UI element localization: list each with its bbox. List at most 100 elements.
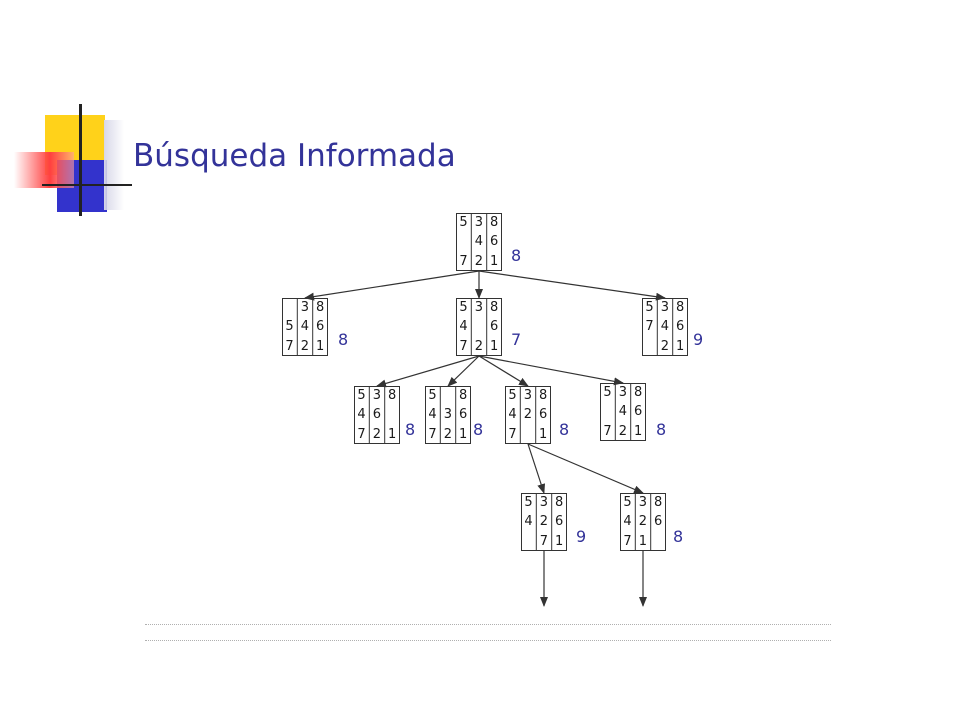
board-border xyxy=(505,386,551,444)
board-cell: 8 xyxy=(676,300,685,315)
board-cell: 6 xyxy=(555,514,564,530)
tree-edge-arrow xyxy=(527,443,644,494)
heuristic-value: 8 xyxy=(656,420,667,439)
tree-edge-arrow xyxy=(478,355,529,387)
board-cell: 3 xyxy=(618,385,627,400)
board-cell: 6 xyxy=(539,407,548,423)
board-cell xyxy=(520,425,535,444)
divider-line-2 xyxy=(145,640,831,641)
board-cell: 3 xyxy=(443,407,452,423)
board-cell xyxy=(471,317,486,336)
board-grid xyxy=(600,383,646,441)
board-cell xyxy=(642,337,657,356)
board-border xyxy=(521,493,567,551)
board-cell: 4 xyxy=(357,407,366,423)
board-cell: 3 xyxy=(523,388,532,403)
board-cell: 6 xyxy=(316,319,325,335)
heuristic-value: 9 xyxy=(576,527,587,546)
board-cell: 2 xyxy=(618,423,627,439)
board-cell: 7 xyxy=(428,426,437,442)
board-cell: 8 xyxy=(490,215,499,230)
board-grid xyxy=(282,298,328,356)
board-border xyxy=(642,298,688,356)
board-border xyxy=(620,493,666,551)
board-cell: 3 xyxy=(474,300,483,315)
board-cell xyxy=(456,232,471,251)
board-cell: 2 xyxy=(660,338,669,354)
board-cell: 4 xyxy=(618,404,627,420)
board-cell: 5 xyxy=(508,388,517,403)
board-cell: 7 xyxy=(285,338,294,354)
board-grid xyxy=(456,298,502,356)
board-cell: 2 xyxy=(372,426,381,442)
board-cell: 5 xyxy=(603,385,612,400)
board-grid xyxy=(521,493,567,551)
heuristic-value: 8 xyxy=(338,330,349,349)
board-cell: 8 xyxy=(654,495,663,510)
board-cell: 4 xyxy=(508,407,517,423)
board-cell: 7 xyxy=(508,426,517,442)
board-cell: 4 xyxy=(524,514,533,530)
board-border xyxy=(425,386,471,444)
board-cell: 4 xyxy=(660,319,669,335)
heuristic-value: 8 xyxy=(405,420,416,439)
board-cell: 7 xyxy=(459,253,468,269)
board-cell: 3 xyxy=(300,300,309,315)
board-cell: 8 xyxy=(555,495,564,510)
board-cell: 5 xyxy=(357,388,366,403)
slide-logo xyxy=(0,0,140,220)
board-cell: 1 xyxy=(316,338,325,354)
board-cell: 5 xyxy=(428,388,437,403)
board-cell: 6 xyxy=(490,319,499,335)
board-cell: 4 xyxy=(428,407,437,423)
heuristic-value: 8 xyxy=(511,246,522,265)
board-cell: 7 xyxy=(459,338,468,354)
tree-edge-arrow xyxy=(376,355,480,388)
board-cell: 4 xyxy=(459,319,468,335)
board-cell xyxy=(651,532,666,551)
board-cell: 1 xyxy=(539,426,548,442)
board-grid xyxy=(642,298,688,356)
board-border xyxy=(282,298,328,356)
board-cell: 1 xyxy=(490,338,499,354)
board-cell: 1 xyxy=(555,533,564,549)
board-cell: 3 xyxy=(638,495,647,510)
board-grid xyxy=(456,213,502,271)
board-cell: 6 xyxy=(634,404,643,420)
board-cell: 2 xyxy=(474,253,483,269)
board-cell: 8 xyxy=(388,388,397,403)
board-cell: 6 xyxy=(372,407,381,423)
board-cell: 2 xyxy=(300,338,309,354)
tree-edge-arrow xyxy=(478,355,624,386)
board-cell: 3 xyxy=(660,300,669,315)
board-cell: 8 xyxy=(316,300,325,315)
board-cell: 7 xyxy=(603,423,612,439)
board-border xyxy=(456,298,502,356)
board-cell: 1 xyxy=(388,426,397,442)
board-cell: 8 xyxy=(539,388,548,403)
board-cell: 2 xyxy=(443,426,452,442)
board-border xyxy=(456,213,502,271)
heuristic-value: 8 xyxy=(559,420,570,439)
board-cell: 5 xyxy=(524,495,533,510)
board-cell: 1 xyxy=(638,533,647,549)
board-cell: 5 xyxy=(285,319,294,335)
board-grid xyxy=(425,386,471,444)
board-cell: 5 xyxy=(459,215,468,230)
board-cell xyxy=(600,402,615,421)
board-cell: 3 xyxy=(372,388,381,403)
tree-edge-arrow xyxy=(527,443,546,494)
board-cell: 3 xyxy=(474,215,483,230)
board-grid xyxy=(505,386,551,444)
board-cell: 2 xyxy=(474,338,483,354)
board-cell: 7 xyxy=(645,319,654,335)
board-cell: 2 xyxy=(523,407,532,423)
